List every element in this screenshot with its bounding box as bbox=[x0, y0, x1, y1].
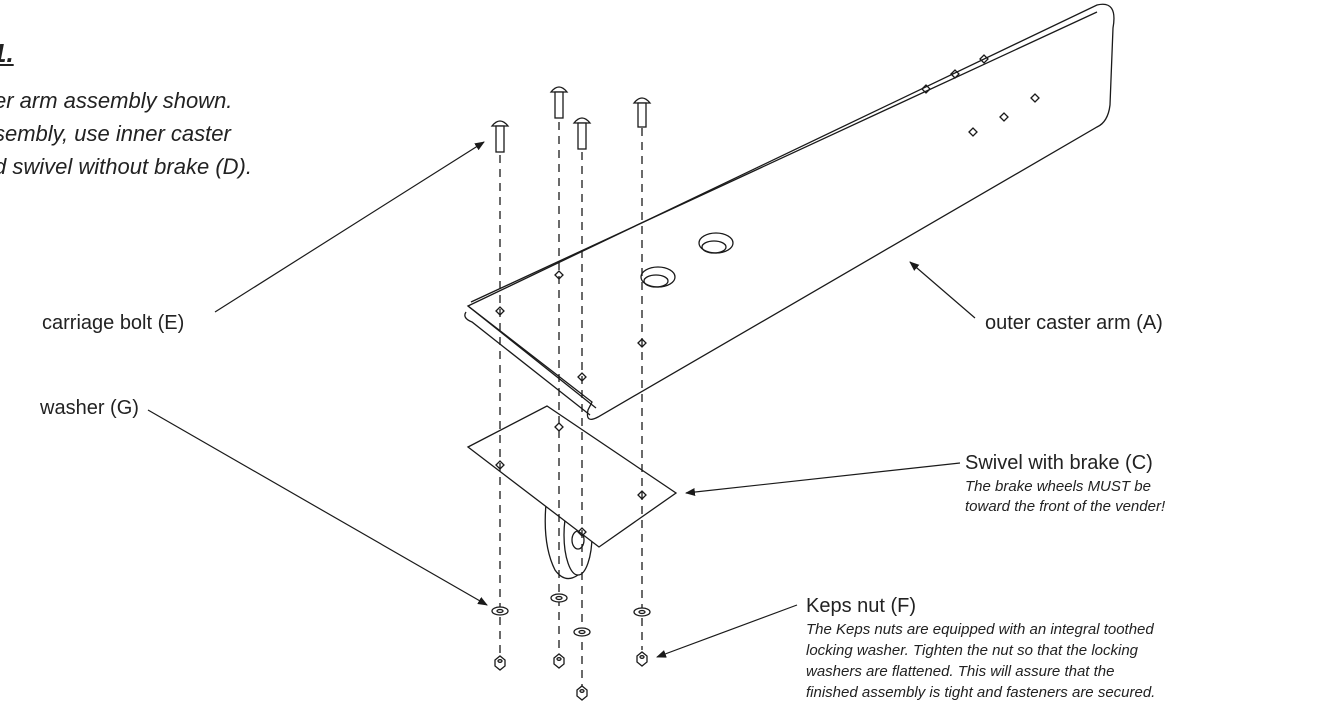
intro-line-1: er arm assembly shown. bbox=[0, 88, 233, 113]
step-number: 1. bbox=[0, 38, 14, 68]
carriage-bolts bbox=[490, 86, 652, 153]
keps-nuts bbox=[494, 651, 648, 701]
keps-note-line-2: locking washer. Tighten the nut so that … bbox=[806, 642, 1139, 659]
outer-caster-arm-plate bbox=[464, 3, 1115, 420]
keps-note-line-1: The Keps nuts are equipped with an integ… bbox=[806, 621, 1154, 638]
outer-caster-arm-label: outer caster arm (A) bbox=[985, 312, 1163, 334]
carriage-bolt-label: carriage bolt (E) bbox=[42, 312, 185, 334]
leader-lines bbox=[147, 141, 976, 658]
washer-label: washer (G) bbox=[40, 397, 139, 419]
swivel-with-brake-label: Swivel with brake (C) bbox=[965, 452, 1153, 474]
swivel-plate bbox=[466, 405, 678, 548]
alignment-lines bbox=[499, 122, 643, 686]
washers bbox=[491, 593, 651, 637]
swivel-note-line-2: toward the front of the vender! bbox=[965, 498, 1166, 515]
keps-note-line-3: washers are flattened. This will assure … bbox=[806, 663, 1115, 680]
keps-nut-label: Keps nut (F) bbox=[806, 595, 917, 617]
intro-line-3: d swivel without brake (D). bbox=[0, 154, 252, 179]
swivel-note-line-1: The brake wheels MUST be bbox=[965, 478, 1151, 495]
keps-note-line-4: finished assembly is tight and fasteners… bbox=[806, 684, 1156, 701]
intro-line-2: sembly, use inner caster bbox=[0, 121, 231, 146]
